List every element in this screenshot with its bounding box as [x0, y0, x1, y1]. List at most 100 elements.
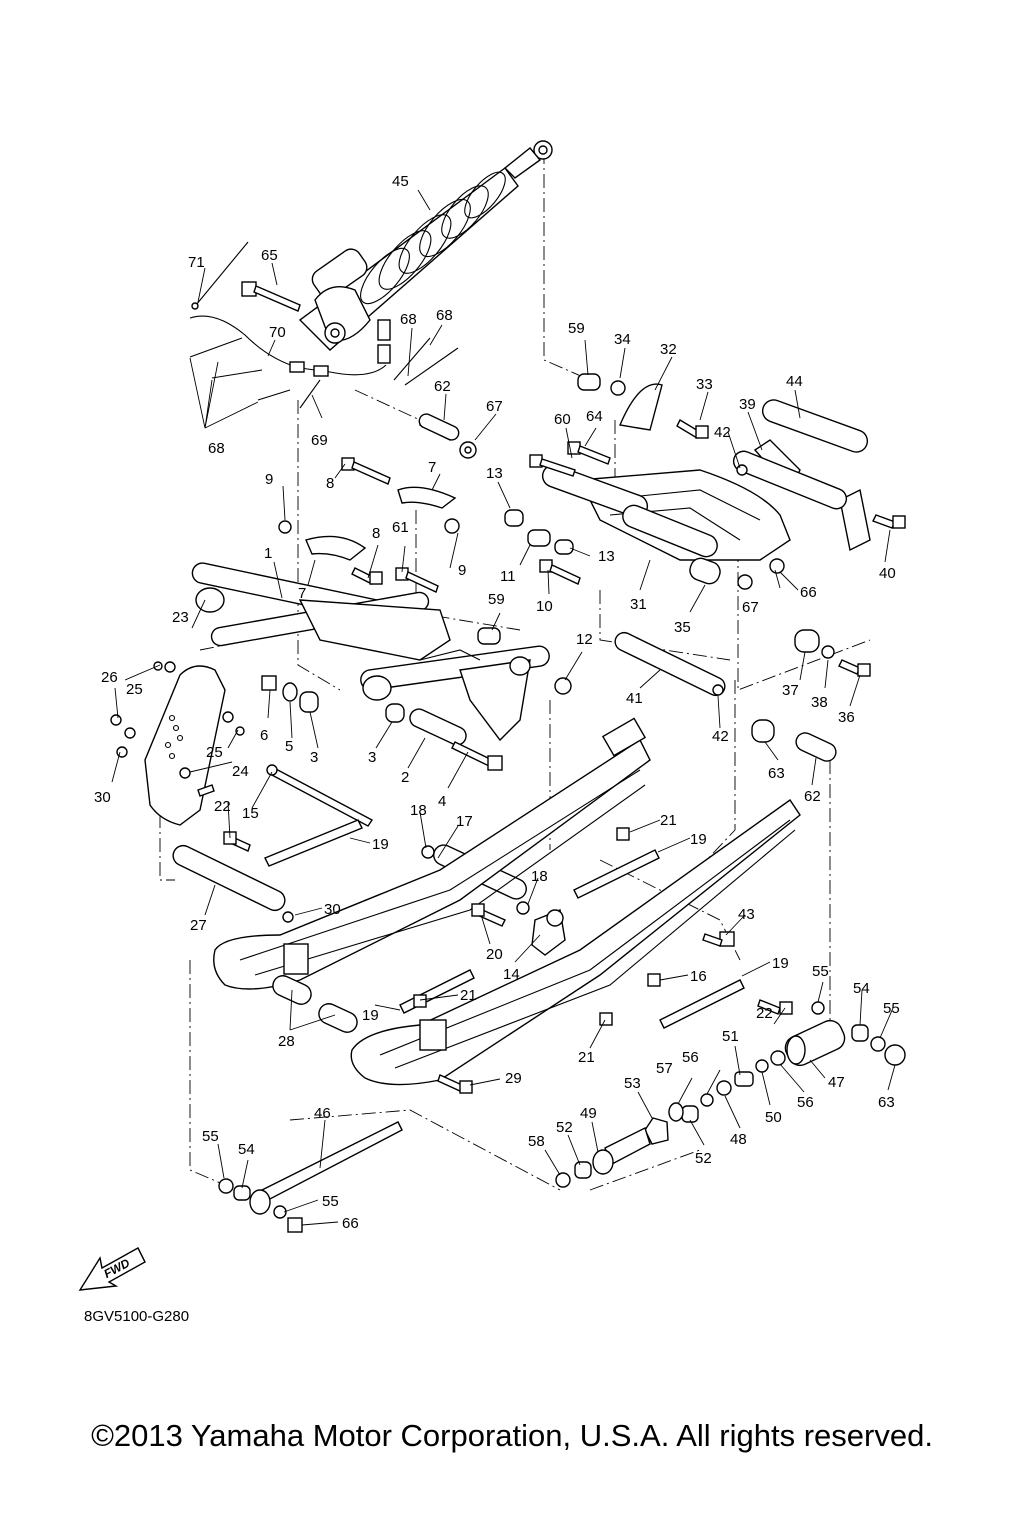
shafts-41-62 — [614, 631, 837, 762]
callout-7a: 7 — [428, 459, 436, 476]
callout-29: 29 — [505, 1070, 522, 1087]
callout-70: 70 — [269, 324, 286, 341]
shock-absorber — [189, 140, 553, 377]
callout-33: 33 — [696, 376, 713, 393]
callout-63b: 63 — [878, 1094, 895, 1111]
callout-14: 14 — [503, 966, 520, 983]
callout-55d: 55 — [322, 1193, 339, 1210]
callout-54b: 54 — [238, 1141, 255, 1158]
callout-21b: 21 — [460, 987, 477, 1004]
callout-31: 31 — [630, 596, 647, 613]
callout-labels: 45 71 65 70 68 68 68 69 62 67 59 34 32 3… — [94, 173, 900, 1232]
shaft-27 — [172, 844, 294, 923]
front-hardware — [261, 675, 503, 771]
bolt-65 — [241, 281, 301, 312]
callout-55c: 55 — [202, 1128, 219, 1145]
rear-axle-group — [555, 1001, 906, 1188]
callout-34: 34 — [614, 331, 631, 348]
callout-56a: 56 — [682, 1049, 699, 1066]
callout-1: 1 — [264, 545, 272, 562]
callout-44: 44 — [786, 373, 803, 390]
callout-24: 24 — [232, 763, 249, 780]
leader-lines — [111, 189, 896, 1226]
callout-48: 48 — [730, 1131, 747, 1148]
callout-19b: 19 — [690, 831, 707, 848]
rear-upper-arm — [541, 373, 871, 585]
callout-19d: 19 — [362, 1007, 379, 1024]
callout-6: 6 — [260, 727, 268, 744]
callout-41: 41 — [626, 690, 643, 707]
callout-10: 10 — [536, 598, 553, 615]
callout-30b: 30 — [324, 901, 341, 918]
callout-60: 60 — [554, 411, 571, 428]
callout-68c: 68 — [436, 307, 453, 324]
callout-40: 40 — [879, 565, 896, 582]
fwd-arrow-icon: FWD — [78, 1247, 146, 1291]
callout-37: 37 — [782, 682, 799, 699]
callout-59b: 59 — [488, 591, 505, 608]
callout-18a: 18 — [410, 802, 427, 819]
callout-19c: 19 — [772, 955, 789, 972]
callout-47: 47 — [828, 1074, 845, 1091]
callout-57: 57 — [656, 1060, 673, 1077]
callout-8b: 8 — [372, 525, 380, 542]
callout-22a: 22 — [214, 798, 231, 815]
callout-21a: 21 — [660, 812, 677, 829]
callout-58: 58 — [528, 1133, 545, 1150]
drawing-code: 8GV5100-G280 — [84, 1308, 190, 1325]
callout-42a: 42 — [714, 424, 731, 441]
callout-49: 49 — [580, 1105, 597, 1122]
callout-54a: 54 — [853, 980, 870, 997]
callout-35: 35 — [674, 619, 691, 636]
callout-66b: 66 — [342, 1215, 359, 1232]
callout-23: 23 — [172, 609, 189, 626]
callout-69: 69 — [311, 432, 328, 449]
callout-25a: 25 — [126, 681, 143, 698]
callout-55b: 55 — [883, 1000, 900, 1017]
callout-67b: 67 — [742, 599, 759, 616]
callout-46: 46 — [314, 1105, 331, 1122]
callout-50: 50 — [765, 1109, 782, 1126]
callout-59a: 59 — [568, 320, 585, 337]
callout-8a: 8 — [326, 475, 334, 492]
callout-45: 45 — [392, 173, 409, 190]
callout-63a: 63 — [768, 765, 785, 782]
callout-16: 16 — [690, 968, 707, 985]
copyright-notice: ©2013 Yamaha Motor Corporation, U.S.A. A… — [91, 1418, 933, 1453]
callout-52b: 52 — [695, 1150, 712, 1167]
callout-17: 17 — [456, 813, 473, 830]
callout-9a: 9 — [265, 471, 273, 488]
callout-66a: 66 — [800, 584, 817, 601]
rear-pivot-group — [737, 514, 906, 677]
callout-20: 20 — [486, 946, 503, 963]
callout-5: 5 — [285, 738, 293, 755]
callout-64: 64 — [586, 408, 603, 425]
callout-62a: 62 — [434, 378, 451, 395]
callout-52a: 52 — [556, 1119, 573, 1136]
callout-9b: 9 — [458, 562, 466, 579]
front-arm-assembly — [191, 562, 550, 742]
callout-68a: 68 — [208, 440, 225, 457]
callout-28: 28 — [278, 1033, 295, 1050]
callout-7b: 7 — [298, 585, 306, 602]
callout-51: 51 — [722, 1028, 739, 1045]
callout-62b: 62 — [804, 788, 821, 805]
callout-25b: 25 — [206, 744, 223, 761]
callout-55a: 55 — [812, 963, 829, 980]
small-bolts-upper — [341, 441, 611, 593]
callout-32: 32 — [660, 341, 677, 358]
callout-19a: 19 — [372, 836, 389, 853]
slide-rail-right — [350, 799, 801, 1086]
callout-26: 26 — [101, 669, 118, 686]
callout-61: 61 — [392, 519, 409, 536]
callout-2: 2 — [401, 769, 409, 786]
collars-28 — [272, 975, 358, 1033]
callout-43: 43 — [738, 906, 755, 923]
axle-46 — [218, 1121, 403, 1233]
callout-13a: 13 — [486, 465, 503, 482]
cable-ties — [189, 241, 459, 409]
callout-15: 15 — [242, 805, 259, 822]
callout-71: 71 — [188, 254, 205, 271]
sleeve-62-upper — [418, 413, 477, 459]
callout-11: 11 — [500, 568, 516, 585]
